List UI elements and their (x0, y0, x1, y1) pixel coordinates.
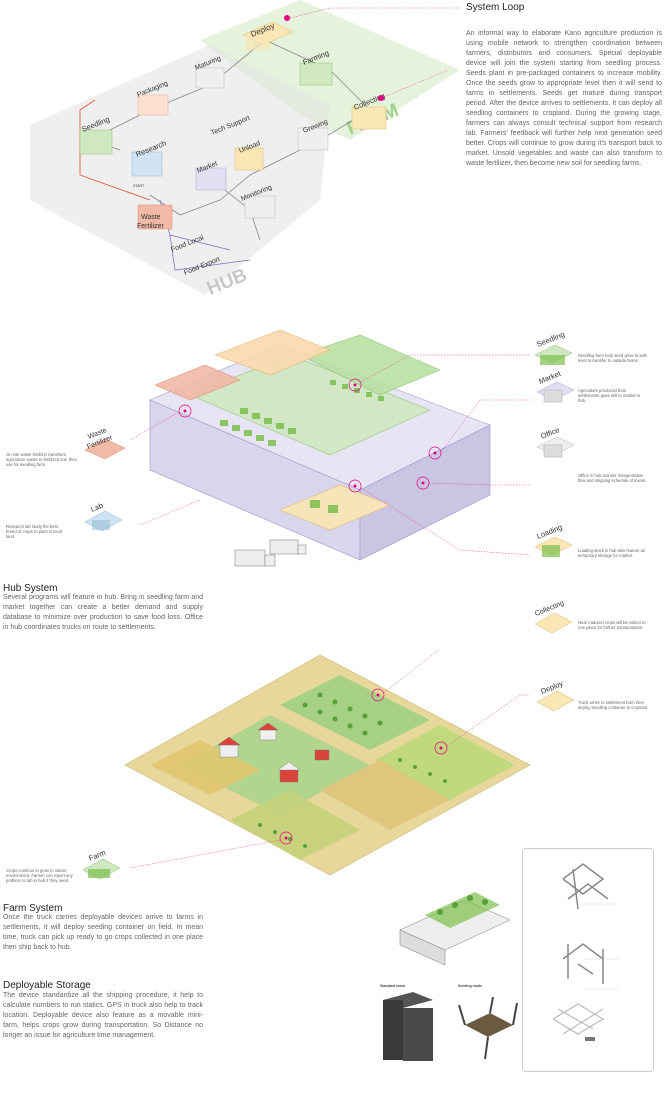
system-loop-body: An informal way to elaborate Kano agricu… (466, 30, 662, 167)
hub-seedling-note: Seedling farm help seed grow to safe lev… (578, 353, 648, 364)
svg-text:Waste: Waste (141, 214, 161, 221)
farm-system-title: Farm System (3, 903, 63, 914)
svg-text:Lab: Lab (89, 501, 104, 514)
farm-deploy-icon: Deploy (536, 679, 575, 712)
hub-zone (30, 45, 330, 295)
svg-text:START: START (133, 184, 145, 188)
farm-system-body: Once the truck carries deployable device… (3, 914, 203, 951)
hub-loading-note: Loading stock in hub also feature as tem… (578, 548, 646, 559)
hub-market-note: Agriculture produced from settlements go… (578, 388, 641, 404)
hub-waste-icon: Waste Fertilizer (84, 427, 126, 460)
seeding-mode-device (458, 996, 518, 1060)
standard-mode-device (383, 992, 433, 1061)
deployable-storage-body: The device standardize all the shipping … (3, 992, 203, 1039)
node-market: Market (195, 160, 227, 191)
hub-lab-icon: Lab (84, 501, 123, 532)
svg-text:Collecting: Collecting (534, 600, 565, 618)
callout-dot (284, 15, 290, 21)
seeding-mode-caption: Seeding mode (458, 984, 482, 988)
svg-text:Fertilizer: Fertilizer (137, 223, 165, 230)
hub-system-body: Several programs will feature in hub. Br… (3, 594, 203, 631)
standard-mode-caption: Standard mode (380, 984, 406, 988)
hub-market-icon: Market (536, 370, 575, 403)
deployable-storage-title: Deployable Storage (3, 980, 91, 991)
truck-illustration (399, 892, 511, 966)
hub-system-title: Hub System (3, 583, 58, 594)
farm-collecting-icon: Collecting (534, 600, 573, 634)
node-waste-fertilizer: Waste Fertilizer (137, 204, 173, 230)
callout-dot (378, 95, 384, 101)
svg-text:Loading: Loading (535, 525, 563, 541)
farm-collecting-note: Near matured crops will be collect to on… (578, 620, 646, 631)
svg-text:Seedling: Seedling (535, 333, 565, 349)
system-loop-diagram: FARM HUB Deploy Maturing Packaging Farmi… (30, 0, 460, 300)
hub-office-icon: Office (536, 425, 575, 458)
hub-diagram (130, 329, 530, 567)
system-loop-title: System Loop (466, 2, 525, 13)
farm-farm-icon: Farm (82, 848, 121, 880)
hub-lab-note: Research lab study the best breed of cro… (6, 524, 62, 540)
hub-office-note: Office in hub monitor transportation flo… (578, 473, 647, 484)
hub-seedling-icon: Seedling (534, 333, 573, 365)
mechanism-panel (522, 848, 654, 1072)
farm-diagram (124, 650, 531, 876)
hub-loading-icon: Loading (534, 525, 573, 557)
node-growing: Growing (297, 119, 329, 151)
node-unload: Unload (234, 140, 264, 171)
farm-deploy-note: Truck arrive to settlement farm then dep… (578, 700, 649, 711)
hub-waste-note: On site waste fertilizer transform agric… (6, 452, 77, 468)
farm-farm-note: Crops continue to grow in nature environ… (6, 868, 73, 884)
